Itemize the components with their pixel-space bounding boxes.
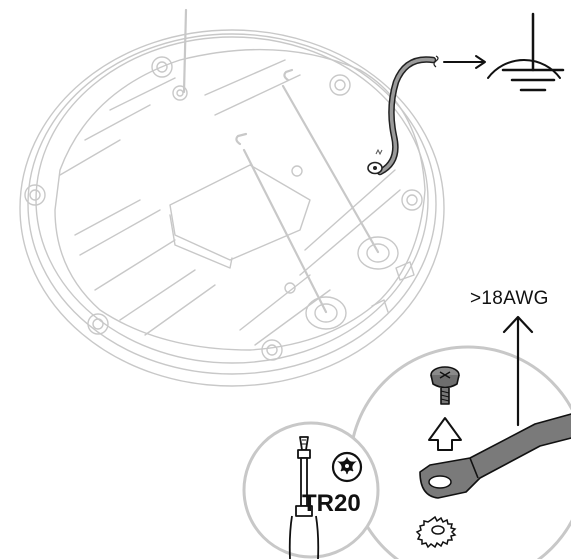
- wire-gauge-label: >18AWG: [470, 288, 549, 309]
- arrow-screw-insert: [428, 417, 462, 451]
- ground-symbol-icon: [487, 12, 565, 92]
- camera-base-housing: [19, 29, 445, 387]
- screw-icon: [430, 366, 460, 405]
- screwdriver-icon: [288, 436, 320, 559]
- ground-lug: [419, 413, 571, 499]
- torx-bit-icon: [331, 451, 363, 483]
- terminal-detail-circle: [348, 345, 571, 559]
- arrow-to-ground: [443, 55, 486, 69]
- arrow-wire-gauge: [502, 315, 534, 427]
- star-washer-icon: [415, 515, 457, 549]
- ground-wire: [367, 55, 439, 176]
- housing-internal-wires: [182, 8, 380, 314]
- tool-size-label: TR20: [302, 490, 361, 517]
